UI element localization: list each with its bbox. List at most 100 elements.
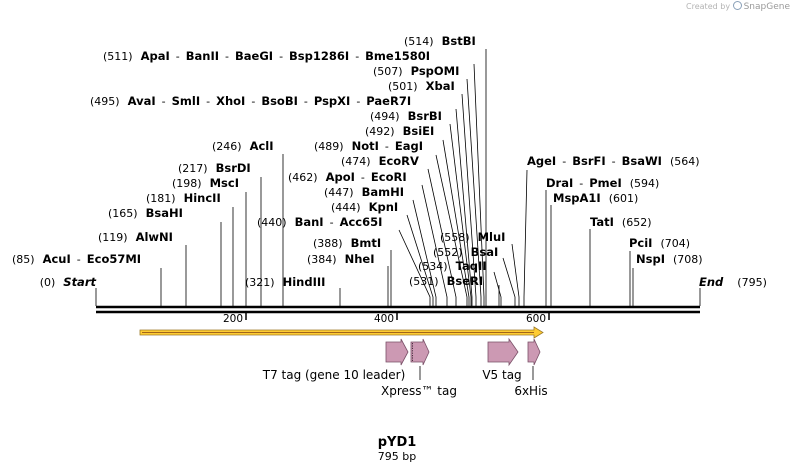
separator: - bbox=[304, 95, 308, 108]
enzyme-name: ApoI bbox=[326, 170, 355, 184]
watermark-brand: SnapGene bbox=[743, 2, 790, 12]
site-pos: (507) bbox=[373, 65, 403, 78]
cut-line-462 bbox=[421, 184, 448, 306]
enzyme-name: MspA1I bbox=[553, 191, 601, 205]
site-end: End (795) bbox=[699, 275, 767, 289]
site-511: (511)ApaI-BanII-BaeGI-Bsp1286I-Bme1580I bbox=[103, 49, 430, 63]
site-pos: (474) bbox=[341, 155, 371, 168]
separator: - bbox=[251, 95, 255, 108]
site-531: (531)BseRI bbox=[409, 274, 483, 288]
feature-label-6xhis: 6xHis bbox=[514, 384, 547, 398]
site-pos: (558) bbox=[440, 231, 470, 244]
enzyme-name: HindIII bbox=[283, 275, 326, 289]
watermark-prefix: Created by bbox=[686, 2, 731, 11]
enzyme-name: PmeI bbox=[589, 176, 622, 190]
site-pos: (462) bbox=[288, 171, 318, 184]
cut-line-440 bbox=[398, 229, 431, 306]
enzyme-name: BsaWI bbox=[622, 154, 662, 168]
site-501: (501)XbaI bbox=[388, 79, 455, 93]
enzyme-name: PspXI bbox=[314, 94, 350, 108]
site-pos: (531) bbox=[409, 275, 439, 288]
cut-line-511 bbox=[473, 63, 485, 306]
plasmid-name: pYD1 bbox=[378, 435, 417, 450]
site-pos: (514) bbox=[404, 35, 434, 48]
feature-label-xpress: Xpress™ tag bbox=[381, 384, 457, 398]
site-pos: (492) bbox=[365, 125, 395, 138]
features: T7 tag (gene 10 leader) Xpress™ tag V5 t… bbox=[262, 337, 548, 398]
site-pos: (181) bbox=[146, 192, 176, 205]
site-pos: (501) bbox=[388, 80, 418, 93]
site-594: DraI-PmeI(594) bbox=[546, 176, 659, 190]
enzyme-name: Eco57MI bbox=[87, 252, 141, 266]
cut-line-444 bbox=[406, 214, 434, 306]
site-181: (181)HincII bbox=[146, 191, 221, 205]
site-564: AgeI-BsrFI-BsaWI(564) bbox=[527, 154, 700, 168]
enzyme-name: AclI bbox=[250, 139, 274, 153]
site-pos: (165) bbox=[108, 207, 138, 220]
cut-line-501 bbox=[461, 93, 477, 306]
cut-line-447 bbox=[412, 199, 437, 306]
separator: - bbox=[279, 50, 283, 63]
site-pos: (795) bbox=[737, 276, 767, 289]
separator: - bbox=[385, 140, 389, 153]
enzyme-name: KpnI bbox=[369, 200, 399, 214]
site-pos: (534) bbox=[418, 260, 448, 273]
site-pos: (489) bbox=[314, 140, 344, 153]
site-pos: (217) bbox=[178, 162, 208, 175]
enzyme-name: BstBI bbox=[442, 34, 476, 48]
enzyme-name: AgeI bbox=[527, 154, 556, 168]
site-pos: (652) bbox=[622, 216, 652, 229]
feature-v5-tag[interactable] bbox=[487, 337, 519, 367]
separator: - bbox=[176, 50, 180, 63]
site-444: (444)KpnI bbox=[331, 200, 398, 214]
cut-site-lines bbox=[95, 49, 701, 306]
cut-line-492 bbox=[442, 139, 470, 306]
enzyme-name: PciI bbox=[629, 236, 652, 250]
site-708: NspI (708) bbox=[636, 252, 703, 266]
site-pos: (494) bbox=[370, 110, 400, 123]
cut-line-474 bbox=[427, 168, 457, 306]
site-pos: (119) bbox=[98, 231, 128, 244]
snapgene-logo-icon bbox=[732, 1, 742, 10]
site-pos: (704) bbox=[660, 237, 690, 250]
site-552: (552)BsaI bbox=[433, 245, 498, 259]
enzyme-name: TatI bbox=[590, 215, 614, 229]
cut-line-495 bbox=[455, 108, 473, 306]
enzyme-name: ApaI bbox=[141, 49, 170, 63]
site-pos: (198) bbox=[172, 177, 202, 190]
feature-xpress-tag[interactable] bbox=[410, 338, 430, 366]
enzyme-name: MscI bbox=[210, 176, 239, 190]
feature-6xhis[interactable] bbox=[527, 338, 541, 366]
enzyme-name: BsaHI bbox=[146, 206, 183, 220]
enzyme-name: NspI bbox=[636, 252, 665, 266]
cut-line-494 bbox=[449, 123, 472, 306]
separator: - bbox=[225, 50, 229, 63]
enzyme-name: BamHI bbox=[362, 185, 404, 199]
separator: - bbox=[579, 177, 583, 190]
cut-line-489 bbox=[435, 154, 468, 306]
site-489: (489)NotI-EagI bbox=[314, 139, 423, 153]
feature-t7-tag[interactable] bbox=[385, 338, 409, 366]
enzyme-name: Acc65I bbox=[340, 215, 383, 229]
site-507: (507)PspOMI bbox=[373, 64, 459, 78]
site-474: (474)EcoRV bbox=[341, 154, 419, 168]
site-pos: (440) bbox=[257, 216, 287, 229]
enzyme-name: AcuI bbox=[43, 252, 71, 266]
site-pos: (564) bbox=[670, 155, 700, 168]
enzyme-name: AlwNI bbox=[136, 230, 173, 244]
site-pos: (321) bbox=[245, 276, 275, 289]
site-pos: (708) bbox=[673, 253, 703, 266]
separator: - bbox=[77, 253, 81, 266]
backbone bbox=[96, 305, 700, 314]
enzyme-name: BsrDI bbox=[216, 161, 251, 175]
end-label: End bbox=[699, 275, 724, 289]
ruler-label-600: 600 bbox=[526, 313, 546, 325]
separator: - bbox=[206, 95, 210, 108]
enzyme-name: BsiEI bbox=[403, 124, 435, 138]
feature-label-t7: T7 tag (gene 10 leader) bbox=[262, 368, 406, 382]
separator: - bbox=[562, 155, 566, 168]
enzyme-name: BaeGI bbox=[235, 49, 273, 63]
site-558: (558)MluI bbox=[440, 230, 505, 244]
site-384: (384)NheI bbox=[307, 252, 374, 266]
enzyme-name: PaeR7I bbox=[366, 94, 411, 108]
